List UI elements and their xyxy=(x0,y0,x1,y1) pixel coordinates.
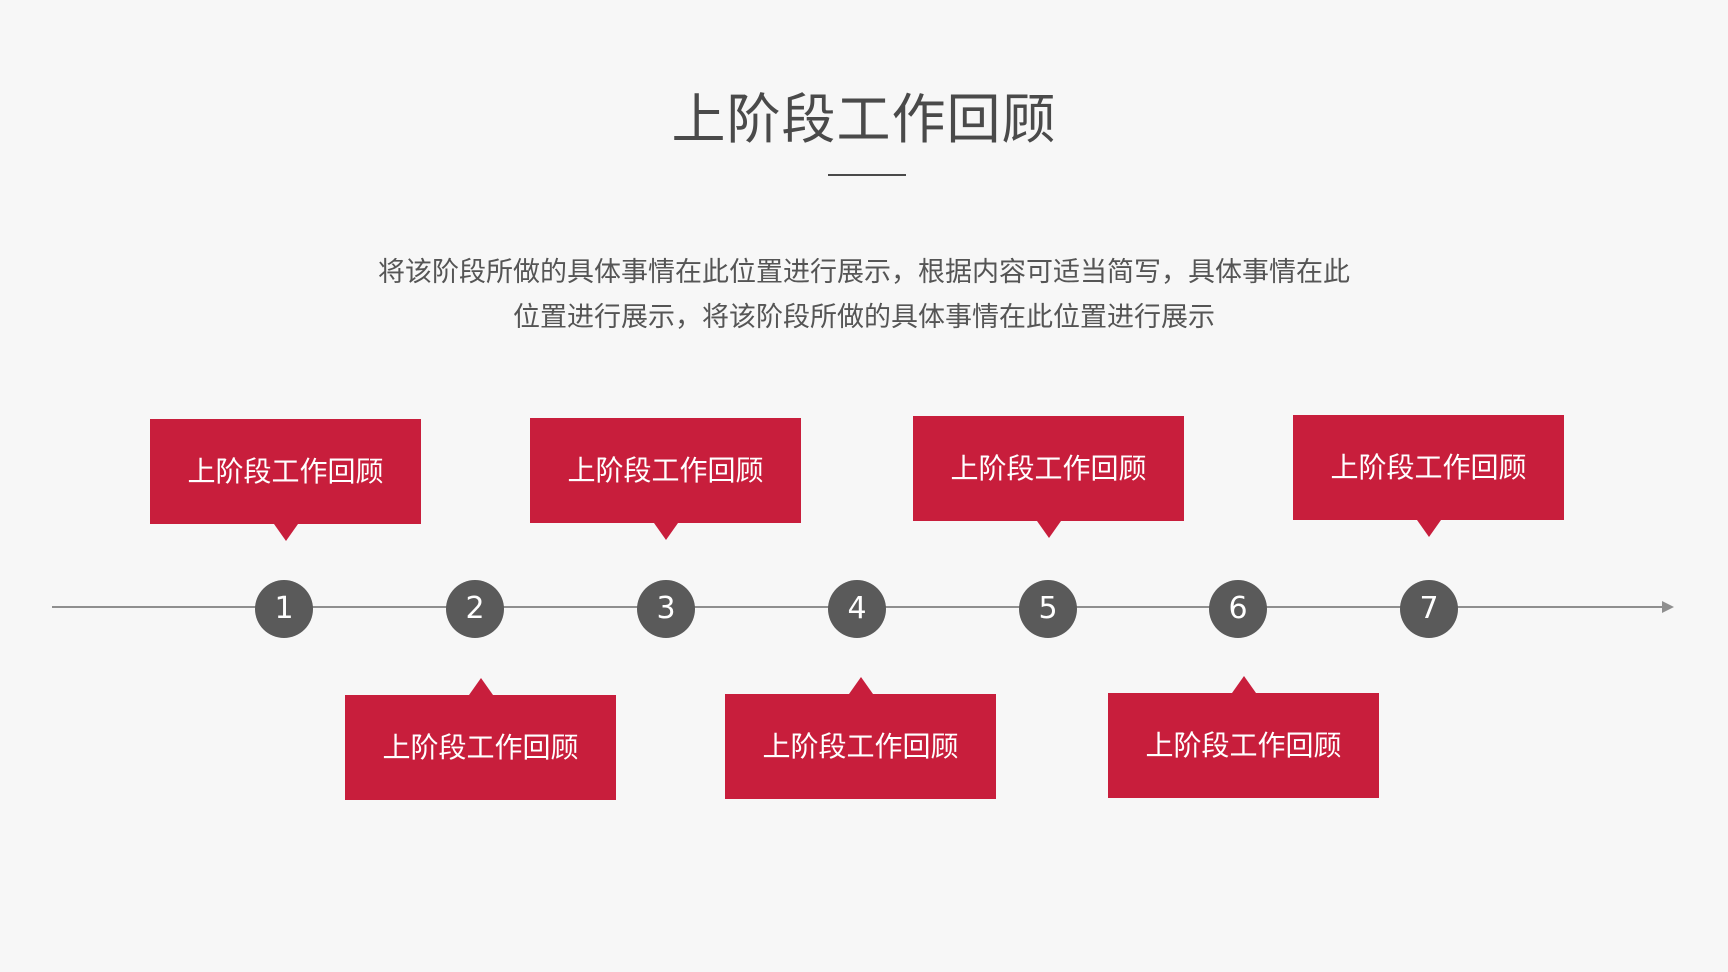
timeline-card-4: 上阶段工作回顾 xyxy=(725,677,996,799)
timeline-node-7: 7 xyxy=(1400,580,1458,638)
timeline-node-4: 4 xyxy=(828,580,886,638)
timeline-card-3: 上阶段工作回顾 xyxy=(530,418,801,540)
timeline-card-7: 上阶段工作回顾 xyxy=(1293,415,1564,537)
description-line-1: 将该阶段所做的具体事情在此位置进行展示，根据内容可适当简写，具体事情在此 xyxy=(378,257,1350,288)
title-underline xyxy=(828,174,906,176)
timeline-card-6: 上阶段工作回顾 xyxy=(1108,676,1379,798)
timeline-card-5: 上阶段工作回顾 xyxy=(913,416,1184,538)
description-line-2: 位置进行展示，将该阶段所做的具体事情在此位置进行展示 xyxy=(513,302,1215,333)
description-text: 将该阶段所做的具体事情在此位置进行展示，根据内容可适当简写，具体事情在此 位置进… xyxy=(320,250,1408,340)
timeline-card-2: 上阶段工作回顾 xyxy=(345,678,616,800)
timeline-card-1: 上阶段工作回顾 xyxy=(150,419,421,541)
timeline-node-5: 5 xyxy=(1019,580,1077,638)
timeline-node-1: 1 xyxy=(255,580,313,638)
timeline-arrow-icon xyxy=(1662,601,1674,613)
timeline-node-6: 6 xyxy=(1209,580,1267,638)
slide-title: 上阶段工作回顾 xyxy=(671,88,1057,151)
timeline-node-2: 2 xyxy=(446,580,504,638)
timeline-node-3: 3 xyxy=(637,580,695,638)
